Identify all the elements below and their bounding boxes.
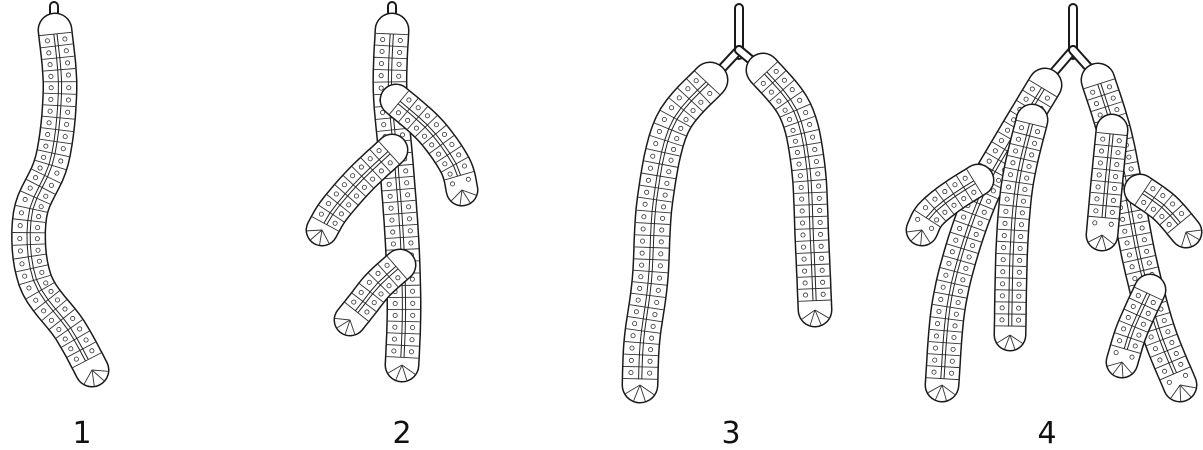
- stage-3-right-branch: [754, 62, 831, 325]
- stage-3-label: 3: [721, 416, 740, 450]
- stage-4-branched-tube: [907, 8, 1201, 401]
- stage-2-main-tube: [374, 30, 420, 380]
- stage-3-left-branch: [623, 71, 719, 401]
- stage-1-tube: [13, 30, 108, 386]
- stage-2-budding-tube: [307, 6, 476, 380]
- stage-3-bifurcated-tube: [623, 8, 830, 401]
- stage-1-simple-tube: [13, 6, 108, 386]
- stage-4-label: 4: [1037, 416, 1056, 450]
- stage-2-label: 2: [392, 416, 411, 450]
- stage-1-label: 1: [72, 416, 91, 450]
